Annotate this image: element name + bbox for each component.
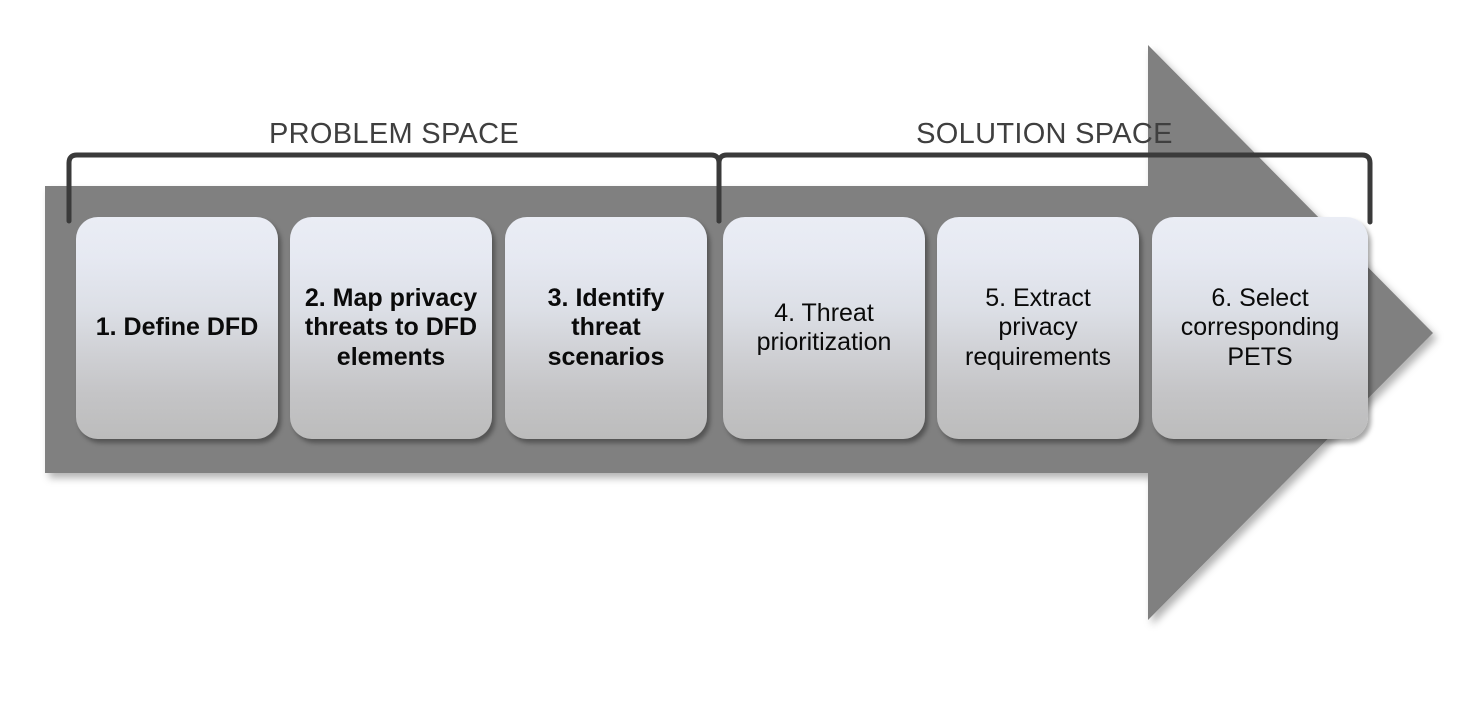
step-label-2: 2. Map privacy threats to DFD elements: [304, 284, 478, 371]
step-label-1: 1. Define DFD: [95, 313, 259, 342]
step-label-4: 4. Threat prioritization: [756, 298, 892, 356]
step-label-6: 6. Select corresponding PETS: [1180, 284, 1340, 371]
step-label-5: 5. Extract privacy requirements: [965, 284, 1111, 371]
phase-label-solution-space: SOLUTION SPACE: [916, 118, 1173, 150]
phase-label-problem-space: PROBLEM SPACE: [269, 118, 519, 150]
step-label-3: 3. Identify threat scenarios: [547, 284, 665, 371]
bracket-problem-space: [66, 152, 722, 224]
step-box-2[interactable]: 2. Map privacy threats to DFD elements: [290, 217, 492, 439]
step-box-5[interactable]: 5. Extract privacy requirements: [937, 217, 1139, 439]
step-box-6[interactable]: 6. Select corresponding PETS: [1152, 217, 1368, 439]
step-box-4[interactable]: 4. Threat prioritization: [723, 217, 925, 439]
bracket-solution-space: [716, 152, 1373, 225]
step-box-1[interactable]: 1. Define DFD: [76, 217, 278, 439]
step-box-3[interactable]: 3. Identify threat scenarios: [505, 217, 707, 439]
